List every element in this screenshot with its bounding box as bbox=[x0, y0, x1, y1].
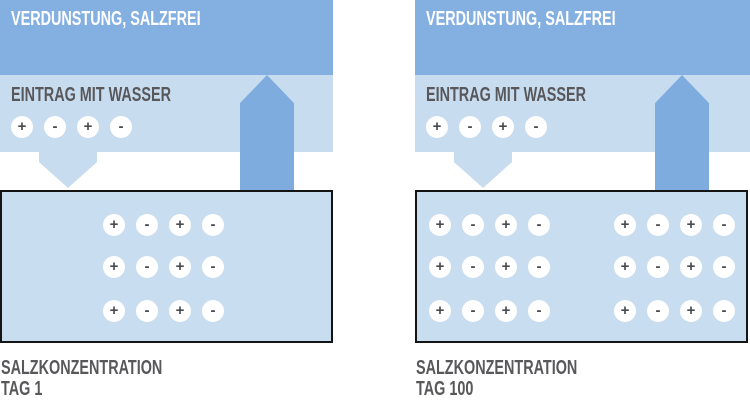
panel-day-100: VERDUNSTUNG, SALZFREI EINTRAG MIT WASSER… bbox=[415, 0, 750, 400]
caption-title: SALZKONZENTRATION bbox=[1, 357, 163, 379]
negative-ion: - bbox=[713, 300, 735, 322]
caption-day: TAG 100 bbox=[416, 378, 474, 400]
evaporation-bar: VERDUNSTUNG, SALZFREI bbox=[0, 0, 333, 75]
evaporation-bar: VERDUNSTUNG, SALZFREI bbox=[415, 0, 750, 75]
positive-ion: + bbox=[103, 256, 125, 278]
negative-ion: - bbox=[647, 300, 669, 322]
positive-ion: + bbox=[103, 300, 125, 322]
negative-ion: - bbox=[525, 116, 547, 138]
negative-ion: - bbox=[528, 256, 550, 278]
water-box: +-+-+-+-+-+- bbox=[0, 190, 333, 343]
caption-day: TAG 1 bbox=[1, 378, 43, 400]
negative-ion: - bbox=[136, 214, 158, 236]
negative-ion: - bbox=[459, 116, 481, 138]
negative-ion: - bbox=[202, 256, 224, 278]
evaporation-arrow-icon bbox=[240, 75, 294, 190]
positive-ion: + bbox=[492, 116, 514, 138]
positive-ion: + bbox=[429, 300, 451, 322]
negative-ion: - bbox=[528, 300, 550, 322]
negative-ion: - bbox=[462, 214, 484, 236]
negative-ion: - bbox=[713, 256, 735, 278]
positive-ion: + bbox=[77, 116, 99, 138]
inflow-label: EINTRAG MIT WASSER bbox=[426, 84, 587, 106]
positive-ion: + bbox=[169, 214, 191, 236]
inflow-arrow-icon bbox=[454, 152, 512, 188]
evaporation-arrow-icon bbox=[655, 75, 709, 190]
negative-ion: - bbox=[647, 256, 669, 278]
positive-ion: + bbox=[429, 214, 451, 236]
negative-ion: - bbox=[44, 116, 66, 138]
caption-day-100: SALZKONZENTRATION TAG 100 bbox=[416, 358, 640, 400]
positive-ion: + bbox=[11, 116, 33, 138]
evaporation-label: VERDUNSTUNG, SALZFREI bbox=[426, 8, 616, 30]
positive-ion: + bbox=[614, 256, 636, 278]
positive-ion: + bbox=[680, 214, 702, 236]
positive-ion: + bbox=[680, 256, 702, 278]
evaporation-label: VERDUNSTUNG, SALZFREI bbox=[11, 8, 201, 30]
negative-ion: - bbox=[202, 214, 224, 236]
negative-ion: - bbox=[136, 256, 158, 278]
negative-ion: - bbox=[528, 214, 550, 236]
negative-ion: - bbox=[462, 300, 484, 322]
panel-day-1: VERDUNSTUNG, SALZFREI EINTRAG MIT WASSER… bbox=[0, 0, 333, 400]
positive-ion: + bbox=[103, 214, 125, 236]
positive-ion: + bbox=[495, 300, 517, 322]
positive-ion: + bbox=[614, 214, 636, 236]
inflow-label: EINTRAG MIT WASSER bbox=[11, 84, 172, 106]
water-box: +-+-+-+-+-+-+-+-+-+-+-+- bbox=[415, 190, 748, 343]
negative-ion: - bbox=[110, 116, 132, 138]
negative-ion: - bbox=[647, 214, 669, 236]
positive-ion: + bbox=[429, 256, 451, 278]
positive-ion: + bbox=[169, 256, 191, 278]
positive-ion: + bbox=[426, 116, 448, 138]
negative-ion: - bbox=[462, 256, 484, 278]
positive-ion: + bbox=[614, 300, 636, 322]
negative-ion: - bbox=[202, 300, 224, 322]
positive-ion: + bbox=[495, 256, 517, 278]
positive-ion: + bbox=[680, 300, 702, 322]
negative-ion: - bbox=[136, 300, 158, 322]
caption-title: SALZKONZENTRATION bbox=[416, 357, 578, 379]
positive-ion: + bbox=[169, 300, 191, 322]
positive-ion: + bbox=[495, 214, 517, 236]
caption-day-1: SALZKONZENTRATION TAG 1 bbox=[1, 358, 225, 400]
negative-ion: - bbox=[713, 214, 735, 236]
inflow-arrow-icon bbox=[39, 152, 97, 188]
